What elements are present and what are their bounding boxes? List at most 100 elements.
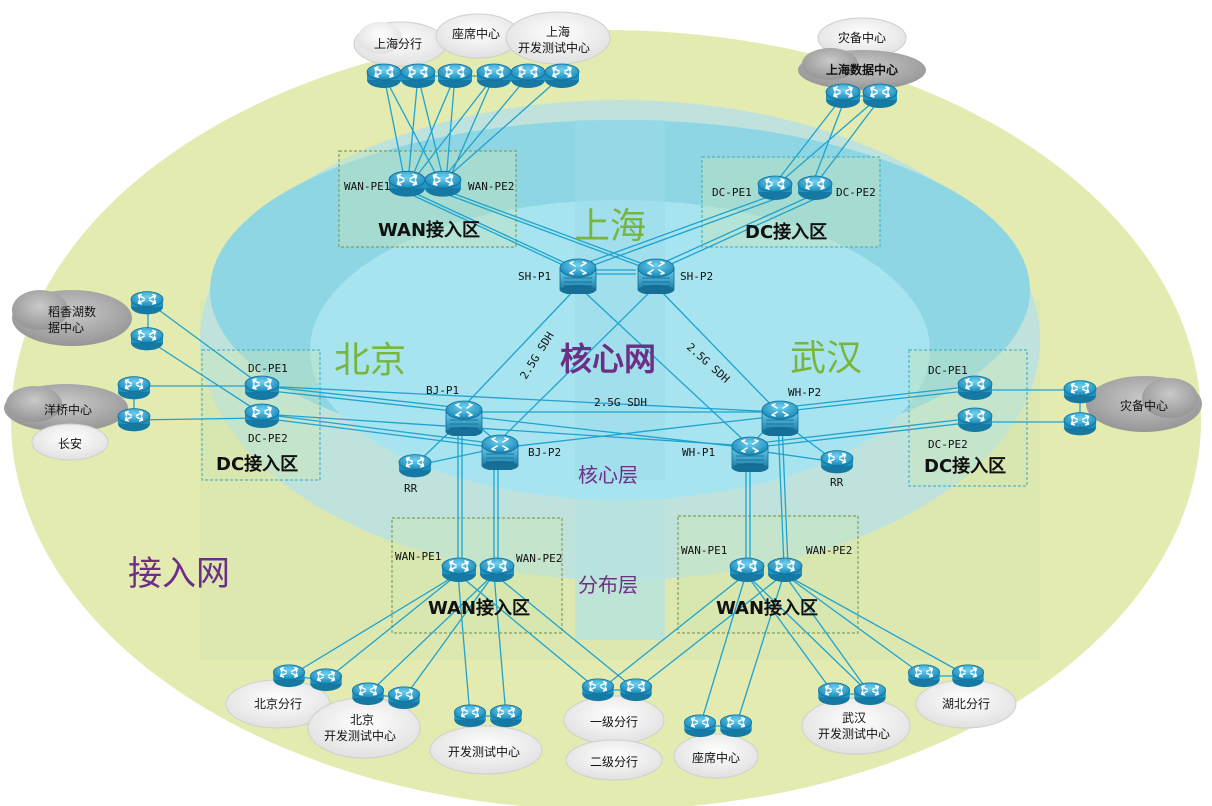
router-icon[interactable] <box>453 704 487 728</box>
sh-dc-pe1-router-icon[interactable] <box>757 175 793 201</box>
sh-dev-label-line2: 开发测试中心 <box>518 40 590 55</box>
router-icon[interactable] <box>437 63 473 89</box>
router-icon[interactable] <box>907 664 941 688</box>
bj-wan-zone-box <box>391 517 563 634</box>
cloud-dr-right <box>1086 376 1202 432</box>
wh-wan-pe1-router-icon[interactable] <box>729 557 765 583</box>
cloud-sh-branch <box>353 21 447 67</box>
sh-wan-pe1-router-icon[interactable] <box>388 170 426 198</box>
sh-p1-label: SH-P1 <box>518 270 551 283</box>
wh-p1-label: WH-P1 <box>682 446 715 459</box>
router-icon[interactable] <box>544 63 580 89</box>
wh-dc-pe2-label: DC-PE2 <box>928 438 968 451</box>
cloud-seat-center <box>673 733 759 779</box>
wh-p2-core-router-icon[interactable] <box>761 400 799 437</box>
router-icon[interactable] <box>366 63 402 89</box>
cloud-dev-center <box>429 725 543 775</box>
router-icon[interactable] <box>683 714 717 738</box>
sh-p1-core-router-icon[interactable] <box>559 258 597 295</box>
bj-wan-pe2-router-icon[interactable] <box>479 557 515 583</box>
big-labels: 接入网 核心网 核心层 分布层 上海 北京 武汉 <box>128 206 862 597</box>
wh-wan-zone-label: WAN接入区 <box>716 597 818 619</box>
wh-wan-pe1-label: WAN-PE1 <box>681 544 727 557</box>
router-icon[interactable] <box>619 678 653 702</box>
sh-p2-core-router-icon[interactable] <box>637 258 675 295</box>
router-icon[interactable] <box>400 63 436 89</box>
bj-wan-pe1-label: WAN-PE1 <box>395 550 441 563</box>
daoxianghu-label-line2: 据中心 <box>48 320 84 335</box>
bj-dc-pe1-label: DC-PE1 <box>248 362 288 375</box>
wh-p1-core-router-icon[interactable] <box>731 436 769 473</box>
shanghai-region-label: 上海 <box>574 206 646 247</box>
bj-p1-core-router-icon[interactable] <box>445 400 483 437</box>
sh-dc-pe2-router-icon[interactable] <box>797 175 833 201</box>
daoxianghu-label-line1: 稻香湖数 <box>48 304 96 319</box>
sh-dev-label-line1: 上海 <box>546 24 570 39</box>
router-icon[interactable] <box>951 664 985 688</box>
router-icon[interactable] <box>272 664 306 688</box>
router-icon[interactable] <box>817 682 851 706</box>
sh-datacenter-label: 上海数据中心 <box>826 62 898 77</box>
router-icon[interactable] <box>476 63 512 89</box>
wh-dev-label-line2: 开发测试中心 <box>818 726 890 741</box>
router-icon[interactable] <box>1063 379 1097 405</box>
dev-center-label: 开发测试中心 <box>448 744 520 759</box>
bj-dc-pe1-router-icon[interactable] <box>244 375 280 401</box>
cloud-sh-datacenter <box>798 48 926 90</box>
lvl1-branch-label: 一级分行 <box>590 715 638 729</box>
bj-wan-pe2-label: WAN-PE2 <box>516 552 562 565</box>
wh-wan-zone-box <box>677 515 859 634</box>
router-icon[interactable] <box>581 678 615 702</box>
access-zones <box>201 150 1028 634</box>
bj-p1-label: BJ-P1 <box>426 384 459 397</box>
wh-rr-label: RR <box>830 476 844 489</box>
router-icon[interactable] <box>1063 411 1097 437</box>
router-icon[interactable] <box>130 326 164 352</box>
sh-wan-pe2-router-icon[interactable] <box>424 170 462 198</box>
bj-p2-label: BJ-P2 <box>528 446 561 459</box>
wh-wan-pe2-label: WAN-PE2 <box>806 544 852 557</box>
router-icon[interactable] <box>825 83 861 109</box>
cloud-yangqiao <box>4 384 128 432</box>
lvl2-branch-label: 二级分行 <box>590 755 638 769</box>
wh-rr-router-icon[interactable] <box>820 449 854 475</box>
bj-dc-pe2-router-icon[interactable] <box>244 403 280 429</box>
router-icon[interactable] <box>117 375 151 401</box>
core-network-label: 核心网 <box>560 340 656 378</box>
router-icon[interactable] <box>309 668 343 692</box>
bj-p2-core-router-icon[interactable] <box>481 434 519 471</box>
sh-wan-pe1-label: WAN-PE1 <box>344 180 390 193</box>
wuhan-region-label: 武汉 <box>790 338 862 379</box>
router-icon[interactable] <box>719 714 753 738</box>
sh-dc-pe1-label: DC-PE1 <box>712 186 752 199</box>
wh-wan-pe2-router-icon[interactable] <box>767 557 803 583</box>
router-icon[interactable] <box>489 704 523 728</box>
router-icon[interactable] <box>853 682 887 706</box>
seat-center-label: 座席中心 <box>692 750 740 765</box>
bj-dc-pe2-label: DC-PE2 <box>248 432 288 445</box>
router-icon[interactable] <box>130 290 164 316</box>
sdh-center-label: 2.5G SDH <box>594 396 647 409</box>
changan-label: 长安 <box>58 436 82 451</box>
wh-dc-pe2-router-icon[interactable] <box>957 407 993 433</box>
router-icon[interactable] <box>862 83 898 109</box>
distribution-layer-label: 分布层 <box>578 573 638 597</box>
router-icon[interactable] <box>351 682 385 706</box>
router-icon[interactable] <box>387 686 421 710</box>
bj-dev-label-line2: 开发测试中心 <box>324 728 396 743</box>
bj-wan-zone-label: WAN接入区 <box>428 597 530 619</box>
sh-branch-label: 上海分行 <box>374 36 422 51</box>
sh-dc-pe2-label: DC-PE2 <box>836 186 876 199</box>
bj-wan-pe1-router-icon[interactable] <box>441 557 477 583</box>
core-layer-label: 核心层 <box>578 463 638 487</box>
bj-rr-router-icon[interactable] <box>398 453 432 479</box>
wh-dc-zone-label: DC接入区 <box>924 455 1006 477</box>
router-icon[interactable] <box>117 407 151 433</box>
dr-center-right-label: 灾备中心 <box>1120 398 1168 413</box>
router-icon[interactable] <box>510 63 546 89</box>
beijing-region-label: 北京 <box>334 340 406 381</box>
wh-dc-pe1-router-icon[interactable] <box>957 375 993 401</box>
cloud-lvl2-branch <box>565 739 663 781</box>
sh-dc-zone-label: DC接入区 <box>745 221 827 243</box>
